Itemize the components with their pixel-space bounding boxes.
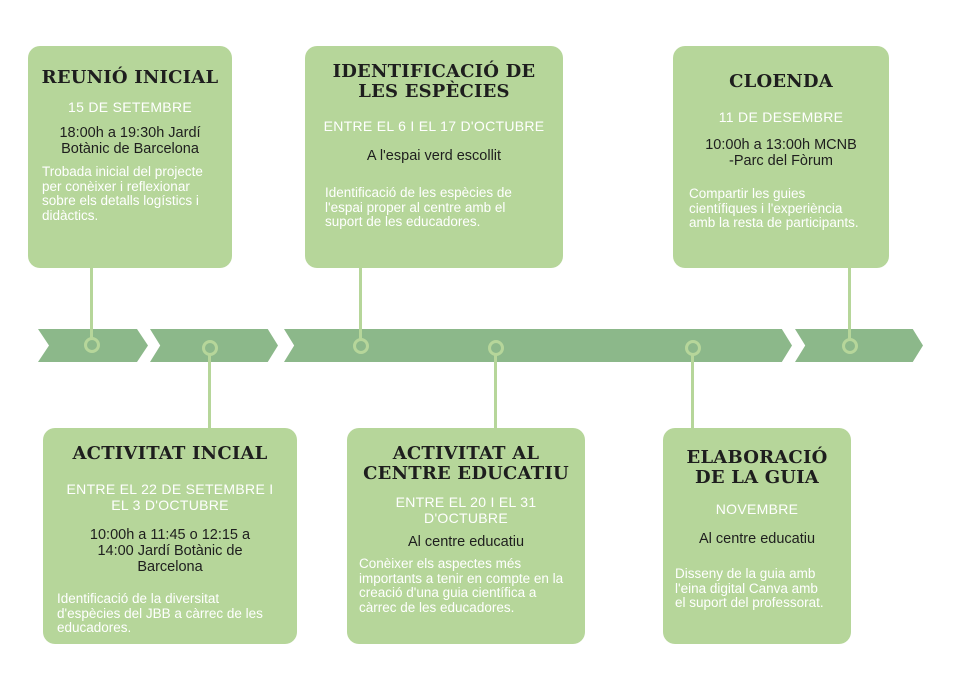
event-card-elaboracio: ELABORACIÓ DE LA GUIA NOVEMBRE Al centre… — [663, 428, 851, 644]
event-date: NOVEMBRE — [715, 501, 799, 517]
event-description: Conèixer els aspectes més importants a t… — [359, 556, 564, 615]
event-description: Identificació de la diversitat d'espècie… — [57, 591, 263, 635]
event-title: ACTIVITAT AL CENTRE EDUCATIU — [363, 443, 569, 484]
timeline-arrow-4 — [795, 329, 923, 362]
event-date: ENTRE EL 22 DE SETEMBRE I EL 3 D'OCTUBRE — [66, 481, 274, 513]
connector-activitat-inicial — [208, 352, 211, 428]
event-description: Disseny de la guia amb l'eina digital Ca… — [675, 566, 824, 610]
timeline-node-3 — [353, 338, 369, 354]
timeline-node-5 — [685, 340, 701, 356]
event-place: 18:00h a 19:30h Jardí Botànic de Barcelo… — [59, 125, 201, 157]
connector-reunio-inicial — [90, 268, 93, 340]
connector-cloenda — [848, 268, 851, 340]
connector-activitat-centre — [494, 352, 497, 428]
event-title: REUNIÓ INICIAL — [41, 67, 219, 88]
event-date: 11 DE DESEMBRE — [718, 109, 844, 125]
event-title: ACTIVITAT INCIAL — [72, 443, 268, 464]
connector-identificacio — [359, 268, 362, 340]
timeline-node-2 — [202, 340, 218, 356]
timeline-node-6 — [842, 338, 858, 354]
event-card-activitat-centre: ACTIVITAT AL CENTRE EDUCATIU ENTRE EL 20… — [347, 428, 585, 644]
event-place: 10:00h a 11:45 o 12:15 a 14:00 Jardí Bot… — [89, 527, 251, 575]
event-date: 15 DE SETEMBRE — [67, 99, 192, 115]
event-place: 10:00h a 13:00h MCNB -Parc del Fòrum — [705, 137, 857, 169]
event-description: Trobada inicial del projecte per conèixe… — [42, 164, 203, 223]
event-card-activitat-inicial: ACTIVITAT INCIAL ENTRE EL 22 DE SETEMBRE… — [43, 428, 297, 644]
timeline-node-4 — [488, 340, 504, 356]
connector-elaboracio — [691, 352, 694, 428]
event-title: ELABORACIÓ DE LA GUIA — [686, 447, 828, 488]
event-place: Al centre educatiu — [698, 531, 816, 547]
event-title: CLOENDA — [729, 71, 833, 92]
event-card-cloenda: CLOENDA 11 DE DESEMBRE 10:00h a 13:00h M… — [673, 46, 889, 268]
event-place: Al centre educatiu — [407, 534, 525, 550]
event-card-reunio-inicial: REUNIÓ INICIAL 15 DE SETEMBRE 18:00h a 1… — [28, 46, 232, 268]
event-description: Identificació de les espècies de l'espai… — [325, 185, 512, 229]
event-card-identificacio: IDENTIFICACIÓ DE LES ESPÈCIES ENTRE EL 6… — [305, 46, 563, 268]
event-place: A l'espai verd escollit — [366, 148, 502, 164]
event-title: IDENTIFICACIÓ DE LES ESPÈCIES — [332, 61, 536, 102]
event-description: Compartir les guies científiques i l'exp… — [689, 186, 859, 230]
event-date: ENTRE EL 20 I EL 31 D'OCTUBRE — [395, 494, 537, 526]
event-date: ENTRE EL 6 I EL 17 D'OCTUBRE — [323, 118, 545, 134]
timeline-node-1 — [84, 337, 100, 353]
